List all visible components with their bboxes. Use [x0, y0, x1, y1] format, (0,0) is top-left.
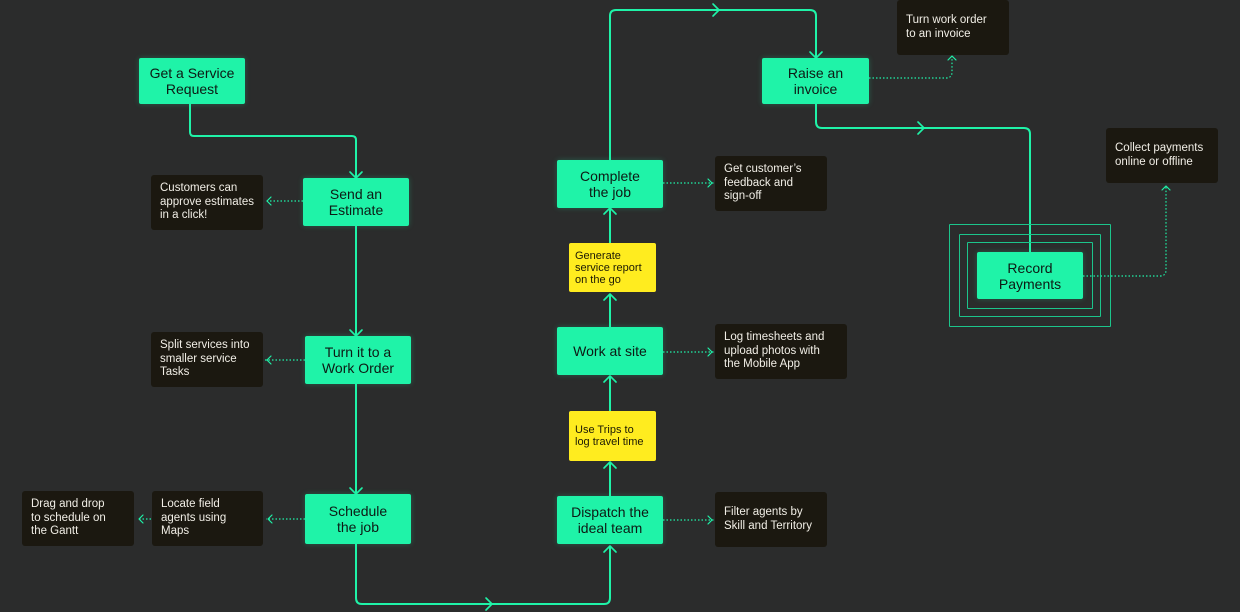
arrow-head — [947, 55, 957, 61]
note-approve-estimates: Customers can approve estimates in a cli… — [151, 175, 263, 230]
connector-complete-to-invoice — [609, 9, 817, 160]
step-label: Schedule the job — [328, 503, 388, 535]
step-work-at-site[interactable]: Work at site — [557, 327, 663, 375]
arrow-head — [266, 196, 272, 206]
arrow-head — [707, 515, 713, 525]
arrow-head — [485, 597, 493, 611]
step-label: Get a Service Request — [149, 65, 235, 97]
step-label: Complete the job — [580, 168, 640, 200]
step-label: Turn it to a Work Order — [321, 344, 395, 376]
step-record-payments[interactable]: Record Payments — [977, 252, 1083, 299]
arrow-head — [266, 355, 272, 365]
tip-service-report: Generate service report on the go — [569, 243, 656, 292]
note-customer-feedback: Get customer’s feedback and sign-off — [715, 156, 827, 211]
step-label: Record Payments — [998, 259, 1062, 292]
dotted-payments-note — [1083, 186, 1167, 277]
step-label: Work at site — [573, 343, 647, 359]
note-locate-agents: Locate field agents using Maps — [152, 491, 263, 546]
arrow-head — [603, 207, 617, 215]
note-turn-invoice: Turn work order to an invoice — [897, 0, 1009, 55]
arrow-head — [267, 514, 273, 524]
step-raise-invoice[interactable]: Raise an invoice — [762, 58, 869, 104]
tip-trips-travel-time: Use Trips to log travel time — [569, 411, 656, 461]
arrow-head — [603, 461, 617, 469]
connector-request-to-estimate — [189, 104, 357, 178]
payments-frame-middle — [959, 234, 1101, 317]
note-drag-drop-gantt: Drag and drop to schedule on the Gantt — [22, 491, 134, 546]
arrow-head — [603, 375, 617, 383]
arrow-head — [712, 3, 720, 17]
note-filter-agents: Filter agents by Skill and Territory — [715, 492, 827, 547]
payments-frame-inner — [967, 242, 1093, 309]
step-dispatch-team[interactable]: Dispatch the ideal team — [557, 496, 663, 544]
note-log-timesheets: Log timesheets and upload photos with th… — [715, 324, 847, 379]
arrow-head — [707, 178, 713, 188]
payments-frame-outer — [949, 224, 1111, 327]
step-label: Raise an invoice — [787, 65, 844, 97]
arrow-head — [138, 514, 144, 524]
step-complete-job[interactable]: Complete the job — [557, 160, 663, 208]
step-get-service-request[interactable]: Get a Service Request — [139, 58, 245, 104]
step-schedule-job[interactable]: Schedule the job — [305, 494, 411, 544]
dotted-invoice-note — [869, 56, 953, 79]
note-split-services: Split services into smaller service Task… — [151, 332, 263, 387]
step-label: Send an Estimate — [328, 186, 384, 218]
step-label: Dispatch the ideal team — [571, 504, 649, 536]
arrow-head — [1161, 185, 1171, 191]
step-send-estimate[interactable]: Send an Estimate — [303, 178, 409, 226]
connector-schedule-to-dispatch — [355, 544, 611, 605]
arrow-head — [917, 121, 925, 135]
step-work-order[interactable]: Turn it to a Work Order — [305, 336, 411, 384]
arrow-head — [707, 347, 713, 357]
arrow-head — [603, 545, 617, 553]
arrow-head — [603, 293, 617, 301]
note-collect-payments: Collect payments online or offline — [1106, 128, 1218, 183]
